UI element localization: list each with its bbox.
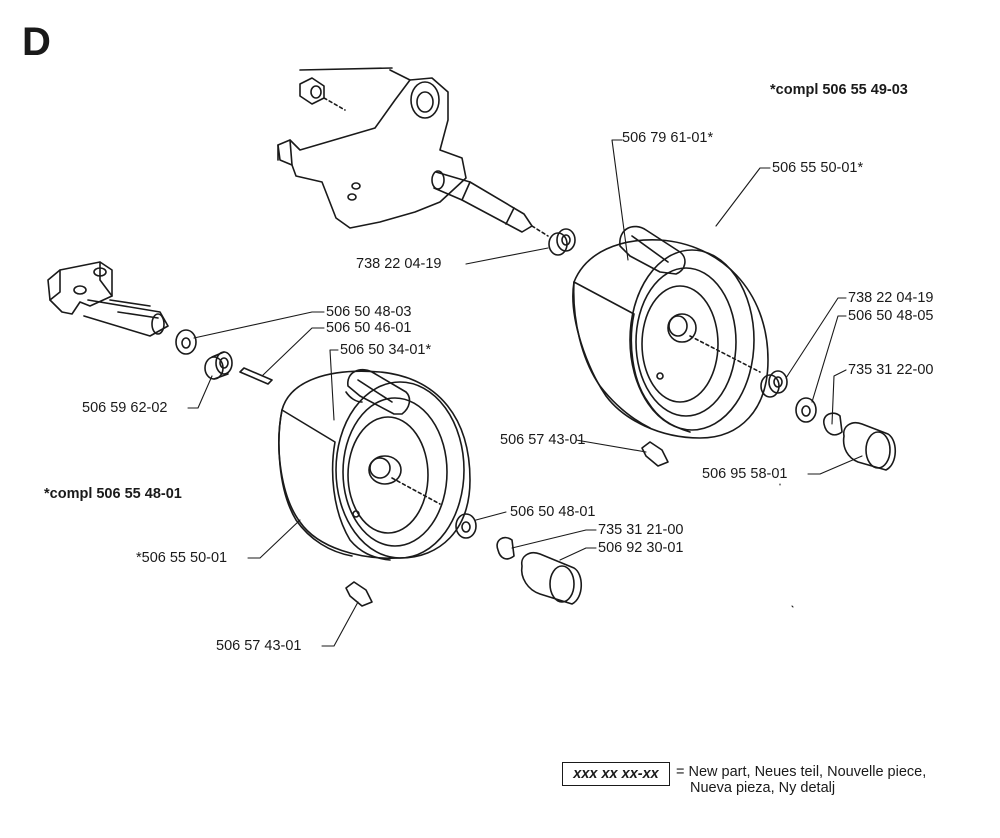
left-axle <box>47 261 273 385</box>
callout-washer-left: 506 50 48-03 <box>326 304 412 320</box>
callout-key-left: 506 50 46-01 <box>326 320 412 336</box>
legend-sample-box: xxx xx xx-xx <box>562 762 670 786</box>
leader-lines <box>187 139 863 647</box>
callout-tire-left: 506 50 34-01* <box>340 342 432 358</box>
callout-valve-left: 506 57 43-01 <box>216 638 302 654</box>
axle-bracket <box>277 67 576 256</box>
left-wheel-hardware <box>345 513 583 607</box>
callout-spacer-left: 506 59 62-02 <box>82 400 168 416</box>
right-wheel <box>572 225 769 439</box>
callout-clip-right: 735 31 22-00 <box>848 362 934 378</box>
right-wheel-hardware <box>641 370 897 471</box>
callout-washer-outer-left: 506 50 48-01 <box>510 504 596 520</box>
section-letter: D <box>22 20 51 64</box>
callout-washer-right: 506 50 48-05 <box>848 308 934 324</box>
callout-cap-right: 506 95 58-01 <box>702 466 788 482</box>
assembly-label-left: *compl 506 55 48-01 <box>44 486 182 502</box>
legend-text-line-1: = New part, Neues teil, Nouvelle piece, <box>676 764 927 780</box>
callout-wheel-left: *506 55 50-01 <box>136 550 228 566</box>
callout-bearing-top: 738 22 04-19 <box>356 256 442 272</box>
callout-clip-left: 735 31 21-00 <box>598 522 684 538</box>
callout-valve-right: 506 57 43-01 <box>500 432 586 448</box>
legend-text-line-2: Nueva pieza, Ny detalj <box>690 780 836 796</box>
left-wheel <box>278 368 471 561</box>
callout-tire-right: 506 79 61-01* <box>622 130 714 146</box>
assembly-label-right: *compl 506 55 49-03 <box>770 82 908 98</box>
callout-bearing-right: 738 22 04-19 <box>848 290 934 306</box>
callout-wheel-right: 506 55 50-01* <box>772 160 864 176</box>
callout-cap-left: 506 92 30-01 <box>598 540 684 556</box>
